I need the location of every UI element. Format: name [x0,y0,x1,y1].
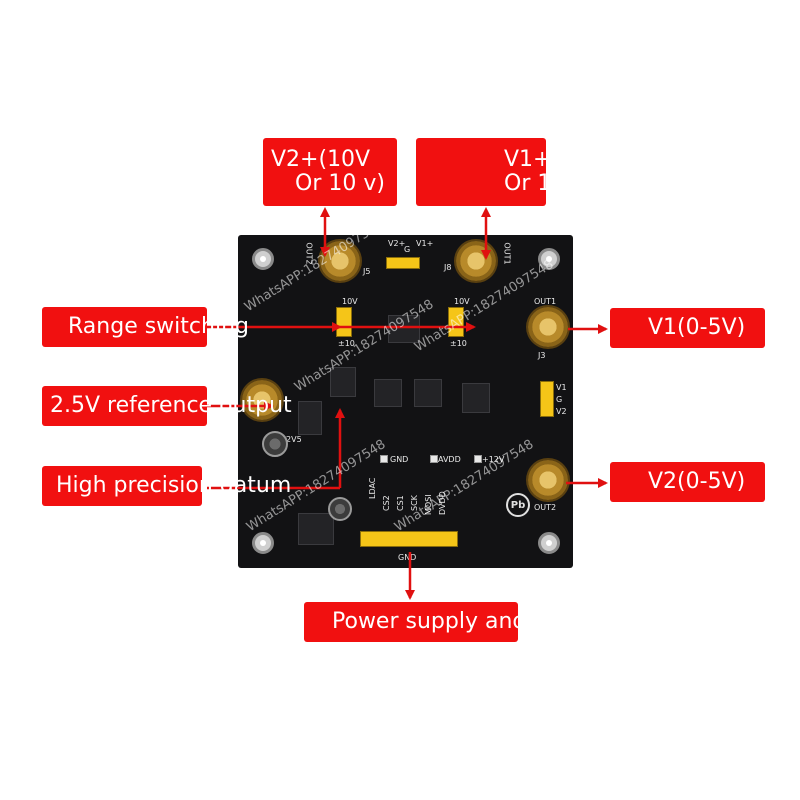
opamp-chip [374,379,402,407]
silk-v2plus: V2+ [388,239,406,248]
callout-range-text: Range switching [68,314,249,339]
sma-connector-j8 [456,241,496,281]
output-header [540,381,554,417]
callout-v1-line2: Or 10 v) [504,171,594,196]
callout-reference-output: 2.5V reference output [42,386,292,426]
silk-gnd: GND [390,455,409,464]
input-header [386,257,420,269]
callout-high-precision-datum: High precision datum [42,466,291,506]
silk-plus12v: +12V [482,455,505,464]
silk-pm10-b: ±10 [450,339,467,348]
dac-module-board: OUT2 J5 J8 OUT1 J3 OUT1 OUT2 V2+ G V1+ 1… [238,235,573,568]
callout-range-switching: Range switching [42,307,249,347]
opamp-chip [462,383,490,413]
silk-v2: V2 [556,407,567,416]
silk-pm10-a: ±10 [338,339,355,348]
silk-v1: V1 [556,383,567,392]
silk-pin-ldac: LDAC [368,477,377,499]
silk-2v5: 2V5 [286,435,302,444]
dac-chip [388,315,420,343]
regulator-chip [298,513,334,545]
callout-v2-input: V2+(10V Or 10 v) [263,138,397,206]
silk-pin-cs1: CS1 [396,495,405,511]
test-pad [430,455,438,463]
callout-v1-line1: V1+(10V [504,147,604,172]
range-jumper-b [448,307,464,337]
mounting-hole [538,248,560,270]
silk-bottom-gnd: GND [398,553,417,562]
opamp-chip [414,379,442,407]
mounting-hole [252,248,274,270]
sma-connector-j3 [528,307,568,347]
mounting-hole [538,532,560,554]
callout-ref-text: 2.5V reference output [50,393,292,418]
power-mcu-header [360,531,458,547]
silk-j8: J8 [444,263,452,272]
pb-free-mark: Pb [506,493,530,517]
test-pad [474,455,482,463]
electrolytic-capacitor [328,497,352,521]
callout-v2-line2: Or 10 v) [295,171,385,196]
callout-power-supply: Power supply and MCU interface [304,602,689,642]
silk-10v-a: 10V [342,297,358,306]
callout-v1-input: V1+(10V Or 10 v) [416,138,603,206]
silk-10v-b: 10V [454,297,470,306]
silk-pin-cs2: CS2 [382,495,391,511]
opamp-chip [330,367,356,397]
electrolytic-capacitor [262,431,288,457]
silk-g2: G [556,395,563,404]
silk-out2-right: OUT2 [534,503,557,512]
silk-out1-right: OUT1 [534,297,557,306]
callout-v1-output: V1(0-5V) [610,308,765,348]
callout-v1out-text: V1(0-5V) [648,315,746,340]
test-pad [380,455,388,463]
silk-v1plus: V1+ [416,239,434,248]
callout-v2out-text: V2(0-5V) [648,469,746,494]
silk-out1: OUT1 [502,242,512,265]
silk-g: G [404,245,411,254]
sma-connector-ref [242,380,282,420]
reference-chip [298,401,322,435]
silk-j5: J5 [363,267,371,276]
range-jumper-a [336,307,352,337]
callout-v2-line1: V2+(10V [271,147,371,172]
sma-connector-out2 [528,460,568,500]
callout-power-text: Power supply and MCU interface [332,609,689,634]
callout-v2-output: V2(0-5V) [610,462,765,502]
silk-j3: J3 [538,351,546,360]
mounting-hole [252,532,274,554]
callout-datum-text: High precision datum [56,473,292,498]
silk-avdd: AVDD [438,455,461,464]
